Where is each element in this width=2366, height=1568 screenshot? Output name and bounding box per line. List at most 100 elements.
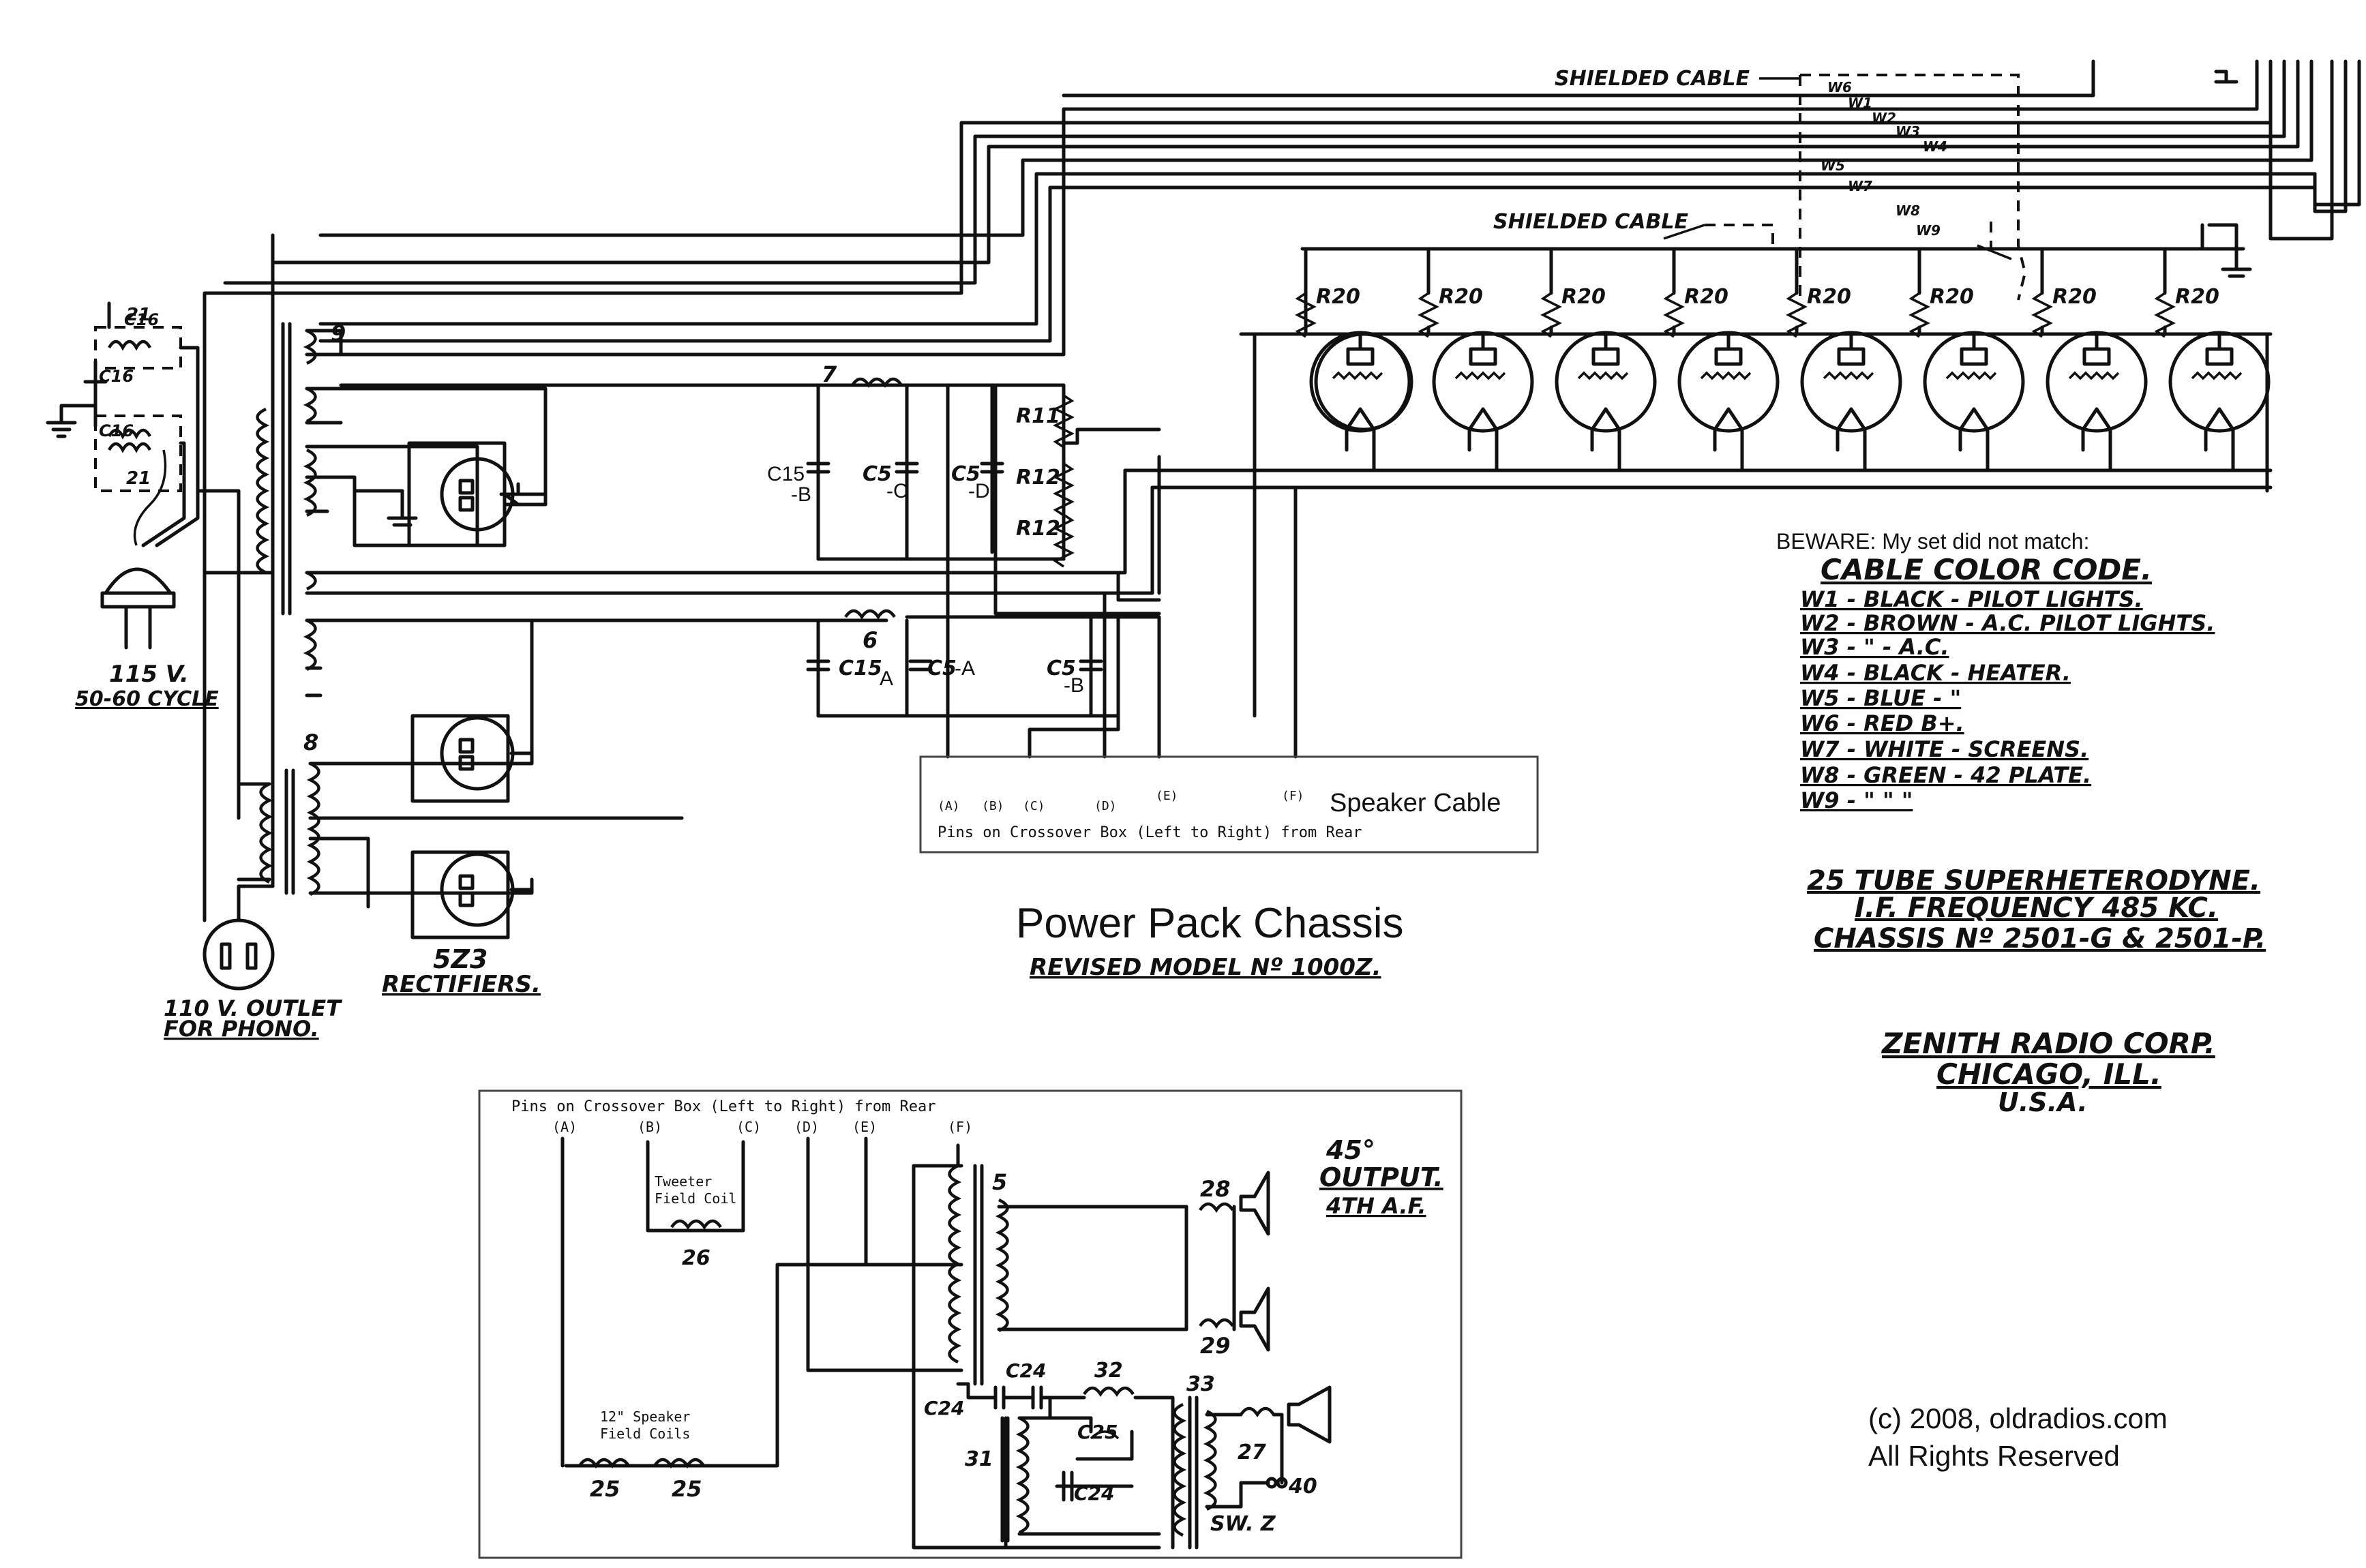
tube-4-body [1663, 247, 1780, 472]
tweeter-label-1: Tweeter [655, 1173, 712, 1190]
wire-label-w7: W7 [1848, 178, 1872, 194]
ac-line-filter [46, 301, 200, 547]
code-w1: W1 - BLACK - PILOT LIGHTS. [1800, 586, 2143, 612]
coil-32-label: 32 [1094, 1359, 1123, 1383]
r12-upper-label: R12 [1016, 466, 1060, 489]
model-line-3: CHASSIS Nº 2501-G & 2501-P. [1814, 923, 2266, 954]
power-transformer-9 [256, 322, 1154, 697]
c15a-label: C15 [839, 657, 882, 680]
c5a-label: C5 [927, 657, 957, 680]
transformer-9-label: 9 [331, 320, 346, 346]
c5d-label: C5 [951, 462, 980, 486]
model-line-1: 25 TUBE SUPERHETERODYNE. [1807, 865, 2260, 896]
tube-2-body [1418, 247, 1534, 472]
r20-label-5: R20 [1807, 285, 1851, 309]
wire-label-w6: W6 [1827, 79, 1852, 95]
c16-upper-cap-label: C16 [99, 367, 134, 386]
r20-label-7: R20 [2052, 285, 2097, 309]
r20-label-4: R20 [1684, 285, 1728, 309]
wire-label-w1: W1 [1848, 95, 1872, 111]
crossover-pin-a: (A) [552, 1119, 577, 1135]
speaker12-label-1: 12" Speaker [600, 1408, 690, 1425]
code-w6: W6 - RED B+. [1800, 710, 1964, 736]
r20-label-3: R20 [1561, 285, 1606, 309]
c15a-suffix: A [880, 667, 893, 690]
c16-lower-label: C16 [99, 421, 134, 440]
coil-25a-label: 25 [590, 1476, 620, 1502]
output-label-3: 4TH A.F. [1326, 1193, 1426, 1219]
wire-label-w4: W4 [1923, 138, 1947, 155]
wire-label-w9: W9 [1916, 222, 1941, 239]
c24-label-a: C24 [924, 1397, 965, 1419]
speaker12-label-2: Field Coils [600, 1426, 690, 1442]
c24-label-c: C24 [1074, 1482, 1115, 1505]
c5c-label: C5 [863, 462, 892, 486]
rectifier-type-label: 5Z3 [433, 944, 488, 974]
speaker-pin-e: (E) [1156, 789, 1178, 803]
n21-lower-label: 21 [126, 468, 151, 489]
tube-7-body [2031, 247, 2148, 472]
coil-27-label: 27 [1238, 1441, 1266, 1464]
cycle-label: 50-60 CYCLE [75, 687, 219, 711]
crossover-pin-d: (D) [794, 1119, 819, 1135]
crossover-pin-f: (F) [948, 1119, 972, 1135]
code-w2: W2 - BROWN - A.C. PILOT LIGHTS. [1800, 610, 2215, 636]
speaker-29-label: 29 [1200, 1333, 1231, 1359]
output-label-2: OUTPUT. [1319, 1162, 1443, 1192]
c5b-suffix: -B [1064, 674, 1084, 697]
trans-31-label: 31 [965, 1447, 993, 1471]
cable-code-title: CABLE COLOR CODE. [1821, 553, 2152, 586]
c25-label: C25 [1077, 1421, 1118, 1443]
filter-network [339, 377, 1298, 759]
r20-label-6: R20 [1930, 285, 1974, 309]
speaker-cable-box [919, 755, 1539, 854]
tube-stage [1295, 247, 2271, 472]
crossover-pin-b: (B) [638, 1119, 662, 1135]
code-w5: W5 - BLUE - " [1800, 685, 1961, 711]
ac-plug [100, 449, 176, 650]
maker-line-2: CHICAGO, ILL. [1936, 1057, 2161, 1091]
r12-lower-label: R12 [1016, 517, 1060, 541]
code-w3: W3 - " - A.C. [1800, 634, 1949, 660]
outlet-label-1: 110 V. OUTLET [164, 995, 342, 1021]
maker-line-1: ZENITH RADIO CORP. [1881, 1027, 2215, 1060]
code-w9: W9 - " " " [1800, 787, 1913, 813]
c5d-suffix: -D [968, 480, 990, 502]
coil-25b-label: 25 [672, 1476, 702, 1502]
c5c-suffix: -C [886, 480, 908, 502]
label-40: 40 [1288, 1475, 1317, 1498]
pins-caption-lower: Pins on Crossover Box (Left to Right) fr… [511, 1098, 936, 1115]
speaker-pin-c: (C) [1023, 799, 1045, 813]
speaker-pin-f: (F) [1282, 789, 1304, 803]
code-w4: W4 - BLACK - HEATER. [1800, 660, 2071, 686]
r20-label-2: R20 [1439, 285, 1483, 309]
c5a-suffix: -A [955, 657, 975, 680]
tube-3-body [1540, 247, 1657, 472]
coil-26-label: 26 [682, 1246, 710, 1270]
code-w7: W7 - WHITE - SCREENS. [1800, 736, 2088, 762]
shielded-cable-label-1: SHIELDED CABLE [1555, 67, 1750, 91]
wire-label-w8: W8 [1896, 202, 1920, 219]
tube-8-body [2154, 247, 2271, 472]
outlet-label-2: FOR PHONO. [164, 1016, 319, 1042]
speaker-pin-b: (B) [982, 799, 1004, 813]
power-pack-title: Power Pack Chassis [1016, 900, 1404, 947]
c15b-label: C15 [767, 463, 805, 485]
output-label-1: 45° [1326, 1135, 1375, 1165]
rectifier-tube-3 [410, 850, 534, 939]
color-code-legend: BEWARE: My set did not match: CABLE COLO… [1776, 529, 2215, 813]
trans-5-label: 5 [992, 1169, 1007, 1195]
trans-33-label: 33 [1186, 1372, 1215, 1396]
choke-6-label: 6 [863, 627, 878, 653]
switch-z-label: SW. Z [1210, 1512, 1276, 1536]
revised-model-label: REVISED MODEL Nº 1000Z. [1030, 954, 1381, 981]
crossover-pin-e: (E) [852, 1119, 877, 1135]
phono-outlet [196, 233, 275, 991]
beware-note: BEWARE: My set did not match: [1776, 529, 2089, 554]
transformer-8-label: 8 [303, 729, 318, 755]
tube-5-body [1786, 247, 1902, 472]
wire-label-w2: W2 [1872, 110, 1896, 126]
c24-label-b: C24 [1006, 1359, 1047, 1382]
c16-upper-label: C16 [124, 310, 159, 329]
shielded-cable-label-2: SHIELDED CABLE [1493, 210, 1688, 234]
